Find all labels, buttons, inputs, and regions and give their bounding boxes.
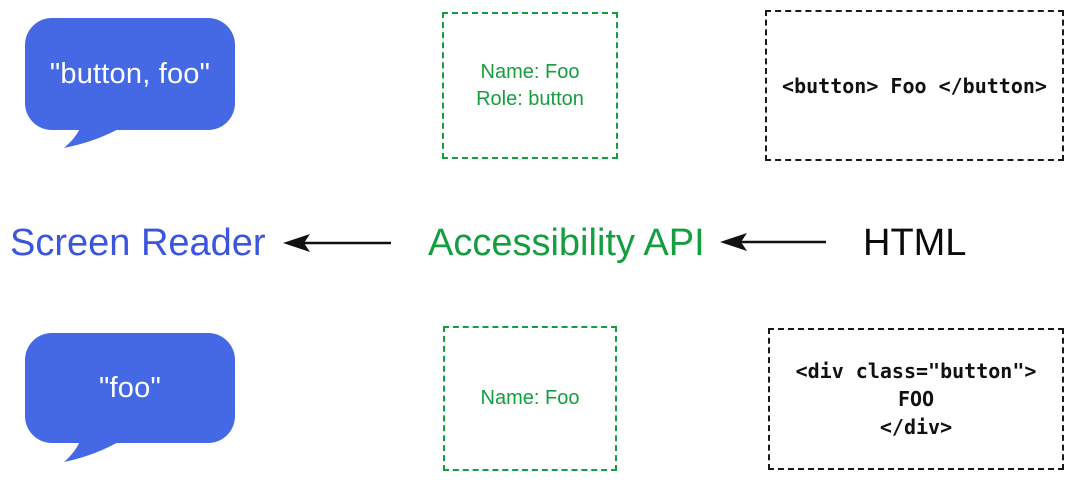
html-code-top: <button> Foo </button>	[782, 73, 1047, 98]
html-label: HTML	[863, 222, 967, 264]
screen-reader-label: Screen Reader	[10, 222, 266, 264]
accessibility-name-top: Name: Foo	[480, 60, 580, 83]
accessibility-node-box-bottom: Name: Foo	[443, 326, 617, 471]
arrow-left-icon	[283, 234, 391, 252]
accessibility-node-box-top: Name: Foo Role: button	[442, 12, 618, 159]
speech-bubble-top-tail	[64, 128, 120, 148]
speech-bubble-bottom-tail	[64, 441, 120, 462]
speech-bubble-bottom-text: "foo"	[99, 371, 161, 404]
accessibility-api-label: Accessibility API	[428, 222, 705, 264]
speech-bubble-bottom: "foo"	[25, 333, 235, 443]
arrow-left-icon	[720, 233, 826, 251]
html-code-box-bottom: <div class="button"> FOO </div>	[768, 328, 1064, 470]
accessibility-role-top: Role: button	[476, 87, 584, 110]
html-code-bottom-line2: FOO	[897, 387, 935, 411]
html-code-bottom-line1: <div class="button">	[795, 359, 1037, 383]
html-code-bottom-line3: </div>	[879, 415, 953, 439]
speech-bubble-top: "button, foo"	[25, 18, 235, 130]
speech-bubble-top-text: "button, foo"	[49, 57, 211, 90]
html-code-box-top: <button> Foo </button>	[765, 10, 1064, 161]
accessibility-name-bottom: Name: Foo	[480, 387, 580, 409]
